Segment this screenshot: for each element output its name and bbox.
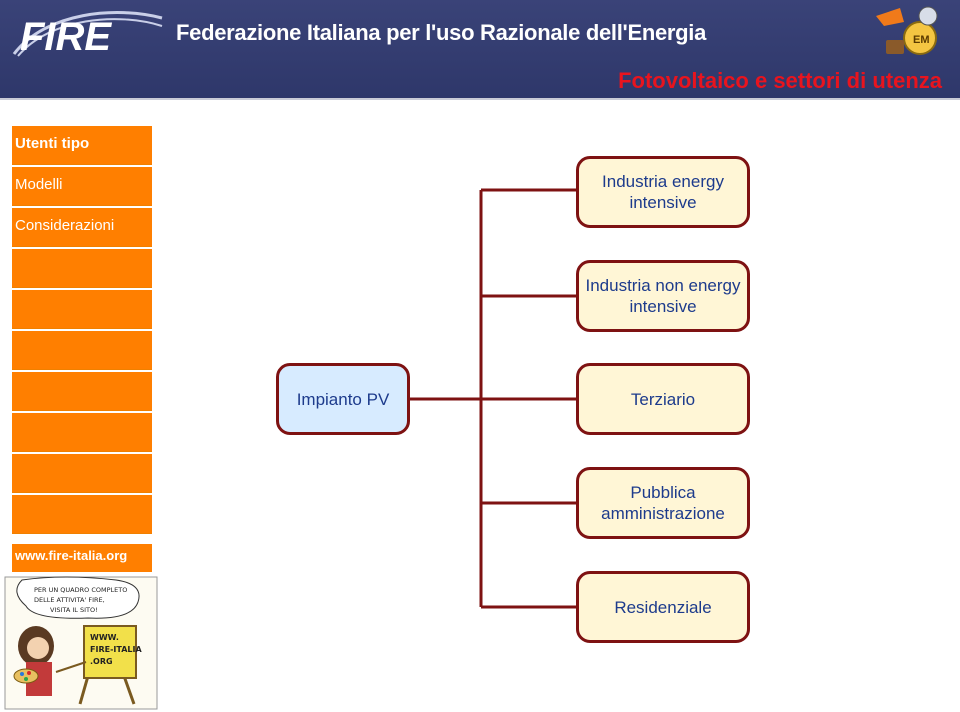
node-industria-energy-intensive: Industria energy intensive [576, 156, 750, 228]
svg-text:VISITA IL SITO!: VISITA IL SITO! [50, 606, 98, 614]
sidebar-empty-slot [12, 454, 152, 493]
svg-text:WWW.: WWW. [90, 633, 119, 642]
svg-text:.ORG: .ORG [90, 657, 113, 666]
sidebar-item-considerazioni[interactable]: Considerazioni [12, 208, 152, 247]
node-residenziale: Residenziale [576, 571, 750, 643]
header-bar: FIRE Federazione Italiana per l'uso Razi… [0, 0, 960, 98]
mascot-icon: EM [876, 6, 938, 55]
organization-name: Federazione Italiana per l'uso Razionale… [176, 20, 707, 45]
svg-text:DELLE ATTIVITA' FIRE,: DELLE ATTIVITA' FIRE, [34, 596, 105, 604]
header-divider [0, 98, 960, 100]
svg-text:FIRE-ITALIA: FIRE-ITALIA [90, 645, 142, 654]
logo-text: FIRE [20, 15, 112, 59]
node-terziario: Terziario [576, 363, 750, 435]
cartoon-illustration[interactable]: PER UN QUADRO COMPLETO DELLE ATTIVITA' F… [4, 576, 158, 710]
sidebar-empty-slot [12, 331, 152, 370]
svg-text:EM: EM [913, 34, 930, 46]
sidebar-empty-slot [12, 495, 152, 534]
sidebar-empty-slot [12, 290, 152, 329]
sidebar-empty-slot [12, 372, 152, 411]
sidebar-nav: Utenti tipo Modelli Considerazioni [12, 126, 152, 536]
node-impianto-pv: Impianto PV [276, 363, 410, 435]
svg-text:PER UN QUADRO COMPLETO: PER UN QUADRO COMPLETO [34, 586, 127, 594]
sidebar-item-utenti-tipo[interactable]: Utenti tipo [12, 126, 152, 165]
page-title: Fotovoltaico e settori di utenza [618, 68, 942, 93]
sidebar-item-modelli[interactable]: Modelli [12, 167, 152, 206]
node-industria-non-energy-intensive: Industria non energy intensive [576, 260, 750, 332]
sidebar-empty-slot [12, 413, 152, 452]
fire-logo: FIRE [12, 11, 163, 59]
node-pubblica-amministrazione: Pubblica amministrazione [576, 467, 750, 539]
sidebar-empty-slot [12, 249, 152, 288]
website-link[interactable]: www.fire-italia.org [12, 544, 152, 572]
